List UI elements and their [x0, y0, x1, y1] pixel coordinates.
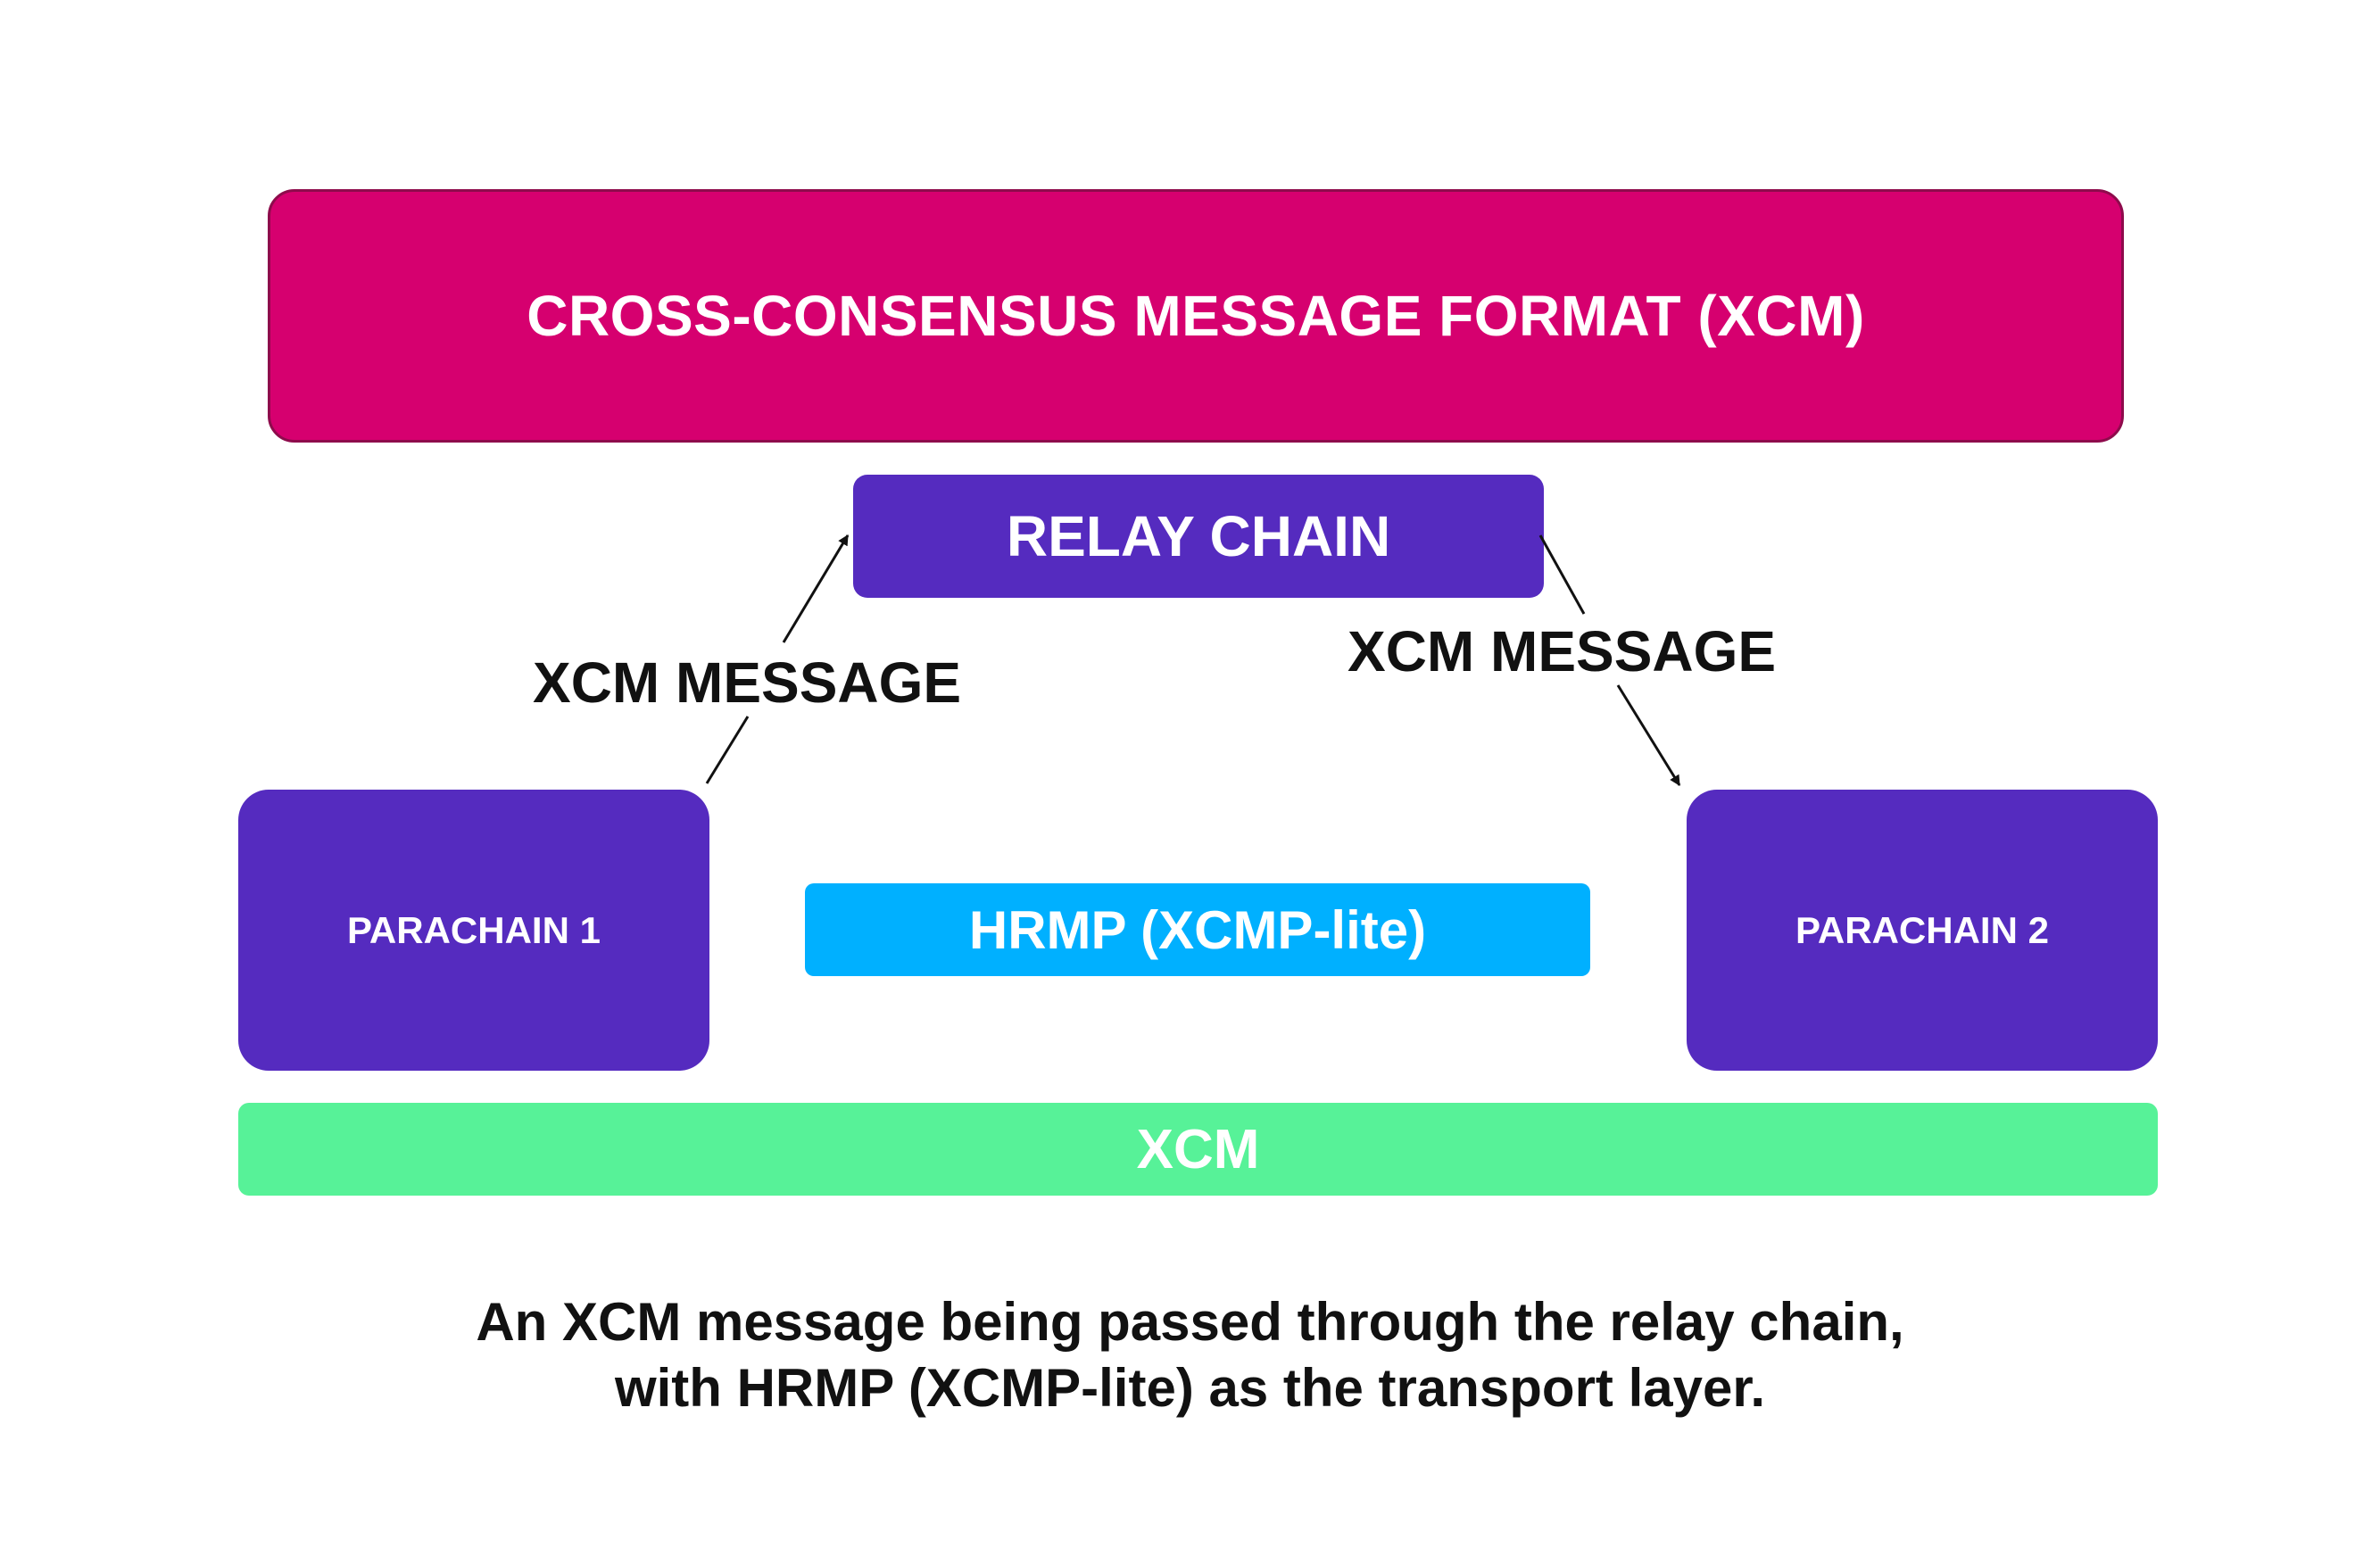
relay-chain-box: RELAY CHAIN: [853, 475, 1544, 598]
parachain-2-label: PARACHAIN 2: [1795, 908, 2049, 951]
relay-chain-label: RELAY CHAIN: [1006, 504, 1391, 568]
caption: An XCM message being passed through the …: [0, 1289, 2380, 1421]
hrmp-label: HRMP (XCMP-lite): [968, 899, 1427, 960]
arrow-left-lower-segment: [705, 716, 750, 784]
arrow-right-label: XCM MESSAGE: [1348, 619, 1777, 683]
parachain-1-label: PARACHAIN 1: [347, 908, 601, 951]
arrow-right-upper-segment: [1538, 534, 1586, 615]
caption-line-1: An XCM message being passed through the …: [476, 1292, 1904, 1352]
arrow-left-label: XCM MESSAGE: [533, 650, 962, 715]
hrmp-box: HRMP (XCMP-lite): [805, 883, 1590, 976]
xcm-transport-bar: XCM: [238, 1103, 2158, 1196]
caption-line-2: with HRMP (XCMP-lite) as the transport l…: [614, 1358, 1766, 1418]
arrow-right-lower-segment: [1616, 684, 1681, 787]
parachain-1-box: PARACHAIN 1: [238, 790, 709, 1071]
xcm-format-label: CROSS-CONSENSUS MESSAGE FORMAT (XCM): [527, 284, 1865, 348]
xcm-bar-label: XCM: [1136, 1118, 1260, 1180]
xcm-format-box: CROSS-CONSENSUS MESSAGE FORMAT (XCM): [268, 189, 2124, 443]
arrow-left-upper-segment: [782, 534, 850, 643]
parachain-2-box: PARACHAIN 2: [1687, 790, 2158, 1071]
